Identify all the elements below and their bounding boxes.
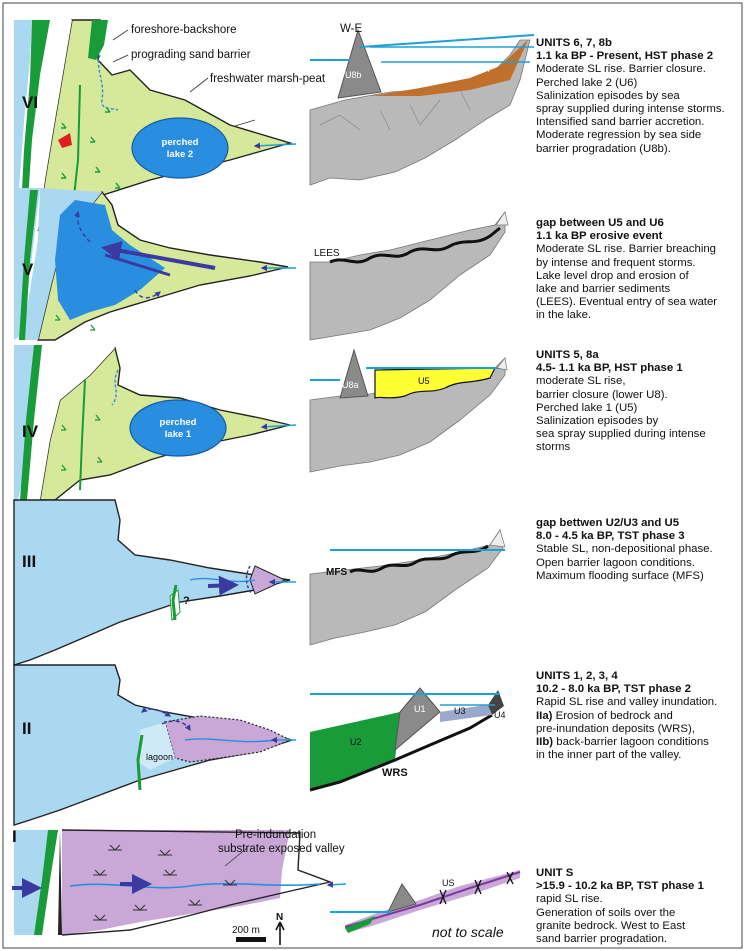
unit-u6: U6 xyxy=(410,78,422,88)
unit-u8a: U8a xyxy=(342,380,359,390)
stage-v-line: Lake level drop and erosion of xyxy=(536,270,745,283)
stage-v-line: Moderate SL rise. Barrier breaching xyxy=(536,243,745,256)
stage-iv-line: barrier closure (lower U8). xyxy=(536,389,745,402)
stage-iii-description: gap bettwen U2/U3 and U5 8.0 - 4.5 ka BP… xyxy=(536,517,745,583)
stage-v-line: by intense and frequent storms. xyxy=(536,257,745,270)
stage-ii-line-a: IIa) Erosion of bedrock and xyxy=(536,710,745,723)
stage-v-line: in the lake. xyxy=(536,309,745,322)
unit-lees: LEES xyxy=(314,248,340,259)
label-question: ? xyxy=(183,595,190,607)
stage-i-roman: I xyxy=(12,827,17,846)
stage-vi-line: Salinization episodes by sea xyxy=(536,90,745,103)
section-header: W-E xyxy=(340,23,362,35)
label-foreshore: foreshore-backshore xyxy=(131,24,236,36)
label-marsh: freshwater marsh-peat xyxy=(210,73,326,85)
stage-iii-title1: gap bettwen U2/U3 and U5 xyxy=(536,517,745,530)
unit-u7: U7 xyxy=(480,64,492,74)
stage-ii-title1: UNITS 1, 2, 3, 4 xyxy=(536,670,745,683)
stage-ii-b1-text: Erosion of bedrock and xyxy=(552,710,672,722)
stage-i-title1: UNIT S xyxy=(536,867,745,880)
stage-iii-line: Stable SL, non-depositional phase. xyxy=(536,543,745,556)
stage-ii-line: in the inner part of the valley. xyxy=(536,749,745,762)
unit-wrs: WRS xyxy=(382,767,408,779)
label-preind-a: Pre-indundation xyxy=(235,829,316,841)
stage-iv-roman: IV xyxy=(22,422,39,441)
stage-iv-line: storms xyxy=(536,441,745,454)
stage-i-line: granite bedrock. West to East xyxy=(536,920,745,933)
stage-iv-description: UNITS 5, 8a 4.5- 1.1 ka BP, HST phase 1 … xyxy=(536,349,745,455)
stage-vi-line: barrier progradation (U8b). xyxy=(536,143,745,156)
stage-iv-line: Salinization episodes by xyxy=(536,415,745,428)
stage-ii-line: pre-inundation deposits (WRS), xyxy=(536,723,745,736)
scale-label: 200 m xyxy=(232,925,260,936)
stage-i-line: sand barrier progradation. xyxy=(536,933,745,946)
stage-ii-b1: IIa) xyxy=(536,710,552,722)
unit-u3: U3 xyxy=(454,706,466,716)
stage-iv-title1: UNITS 5, 8a xyxy=(536,349,745,362)
label-lagoon: lagoon xyxy=(146,752,173,762)
unit-mfs: MFS xyxy=(326,567,347,578)
stage-vi-roman: VI xyxy=(22,93,38,112)
label-preind-b: substrate exposed valley xyxy=(218,843,345,855)
stage-v-roman: V xyxy=(22,260,34,279)
north-label: N xyxy=(276,912,283,923)
label-lake2-a: perched xyxy=(162,137,199,148)
unit-u8b: U8b xyxy=(345,70,362,80)
unit-u1: U1 xyxy=(414,704,426,714)
scale-bar xyxy=(236,937,266,942)
unit-u2: U2 xyxy=(350,737,362,747)
unit-u4: U4 xyxy=(494,710,506,720)
stage-iv-line: Perched lake 1 (U5) xyxy=(536,402,745,415)
stage-v-description: gap between U5 and U6 1.1 ka BP erosive … xyxy=(536,217,745,323)
label-not-to-scale: not to scale xyxy=(432,924,504,940)
label-lake2-b: lake 2 xyxy=(167,149,193,160)
stage-iii-roman: III xyxy=(22,552,36,571)
stage-iii-title2: 8.0 - 4.5 ka BP, TST phase 3 xyxy=(536,530,745,543)
label-lake1-a: perched xyxy=(160,417,197,428)
stage-i-line: rapid SL rise. xyxy=(536,893,745,906)
stage-iii-line: Open barrier lagoon conditions. xyxy=(536,557,745,570)
label-prograding: prograding sand barrier xyxy=(131,49,251,61)
stage-iii-line: Maximum flooding surface (MFS) xyxy=(536,570,745,583)
stage-iv-title2: 4.5- 1.1 ka BP, HST phase 1 xyxy=(536,362,745,375)
unit-u5: U5 xyxy=(418,376,430,386)
stage-vi-title2: 1.1 ka BP - Present, HST phase 2 xyxy=(536,50,745,63)
stage-vi-line: Moderate regression by sea side xyxy=(536,129,745,142)
stage-v-line: lake and barrier sediments xyxy=(536,283,745,296)
stage-vi-line: Perched lake 2 (U6) xyxy=(536,77,745,90)
stage-ii-title2: 10.2 - 8.0 ka BP, TST phase 2 xyxy=(536,683,745,696)
stage-vi-title1: UNITS 6, 7, 8b xyxy=(536,37,745,50)
unit-us: US xyxy=(442,878,455,888)
stage-i-description: UNIT S >15.9 - 10.2 ka BP, TST phase 1 r… xyxy=(536,867,745,946)
stage-vi-line: Intensified sand barrier accretion. xyxy=(536,116,745,129)
stage-vi-line: Moderate SL rise. Barrier closure. xyxy=(536,63,745,76)
stage-ii-line: Rapid SL rise and valley inundation. xyxy=(536,696,745,709)
label-lake1-b: lake 1 xyxy=(165,429,192,440)
stage-i-title2: >15.9 - 10.2 ka BP, TST phase 1 xyxy=(536,880,745,893)
stage-iv-line: sea spray supplied during intense xyxy=(536,428,745,441)
stage-ii-description: UNITS 1, 2, 3, 4 10.2 - 8.0 ka BP, TST p… xyxy=(536,670,745,762)
stage-iv-line: moderate SL rise, xyxy=(536,375,745,388)
stage-v-line: (LEES). Eventual entry of sea water xyxy=(536,296,745,309)
stage-ii-b2: IIb) xyxy=(536,736,553,748)
stage-ii-line-b: IIb) back-barrier lagoon conditions xyxy=(536,736,745,749)
stage-ii-roman: II xyxy=(22,719,31,738)
stage-ii-b2-text: back-barrier lagoon conditions xyxy=(553,736,709,748)
stage-i-line: Generation of soils over the xyxy=(536,907,745,920)
stage-v-title2: 1.1 ka BP erosive event xyxy=(536,230,745,243)
stage-v-title1: gap between U5 and U6 xyxy=(536,217,745,230)
stage-vi-description: UNITS 6, 7, 8b 1.1 ka BP - Present, HST … xyxy=(536,37,745,156)
stage-vi-line: spray supplied during intense storms. xyxy=(536,103,745,116)
